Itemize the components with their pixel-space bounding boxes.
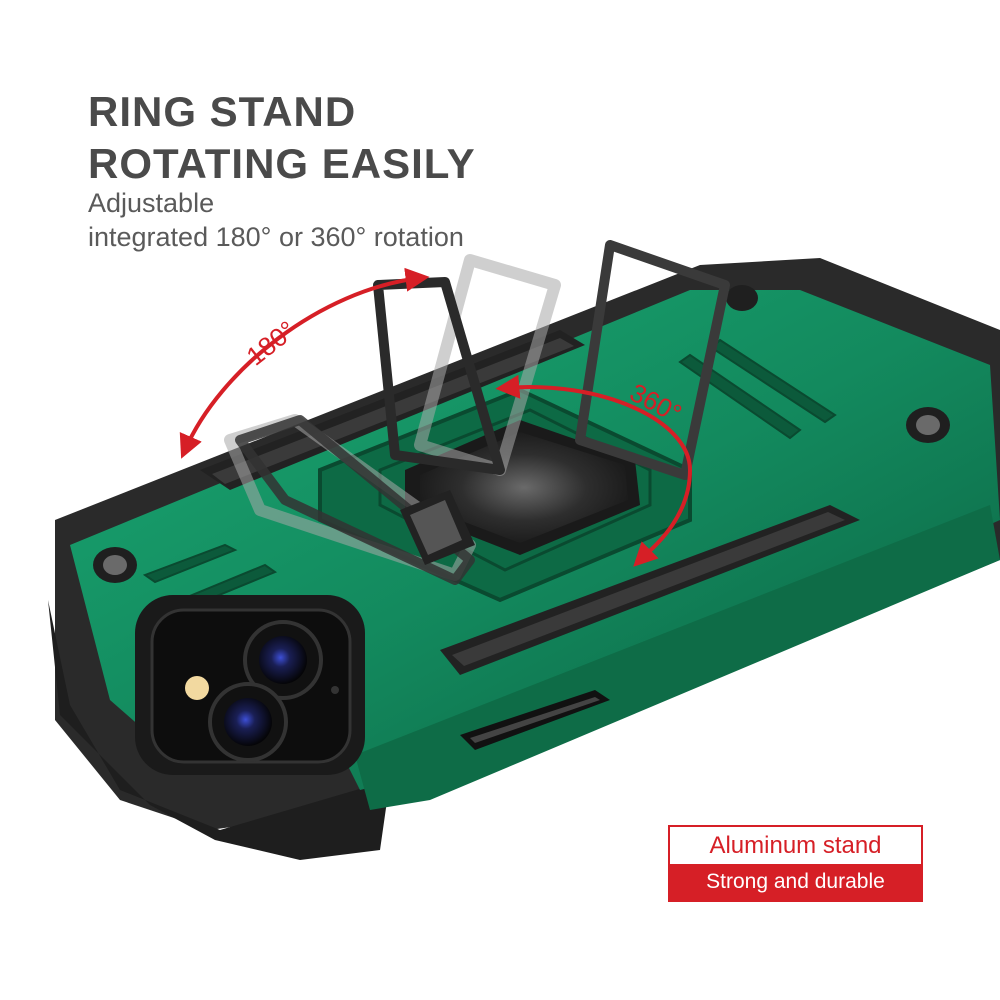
headline: RING STAND ROTATING EASILY	[88, 86, 476, 190]
headline-line-2: ROTATING EASILY	[88, 140, 476, 187]
subheadline-line-2: integrated 180° or 360° rotation	[88, 222, 464, 252]
badge-bottom-label: Strong and durable	[670, 864, 921, 900]
ring-hinge	[400, 490, 475, 565]
badge-top-label: Aluminum stand	[709, 832, 882, 859]
grip-strip-bottom	[440, 505, 860, 675]
arrow-360	[495, 374, 693, 567]
headline-line-1: RING STAND	[88, 88, 357, 135]
subheadline-line-1: Adjustable	[88, 188, 215, 218]
side-button	[460, 690, 610, 750]
case-screws	[93, 285, 950, 583]
subheadline: Adjustable integrated 180° or 360° rotat…	[88, 186, 464, 254]
rotation-arrows	[179, 267, 693, 567]
feature-badge: Aluminum stand Strong and durable	[668, 825, 923, 902]
camera-module	[135, 595, 365, 775]
arrow-180	[179, 267, 430, 459]
